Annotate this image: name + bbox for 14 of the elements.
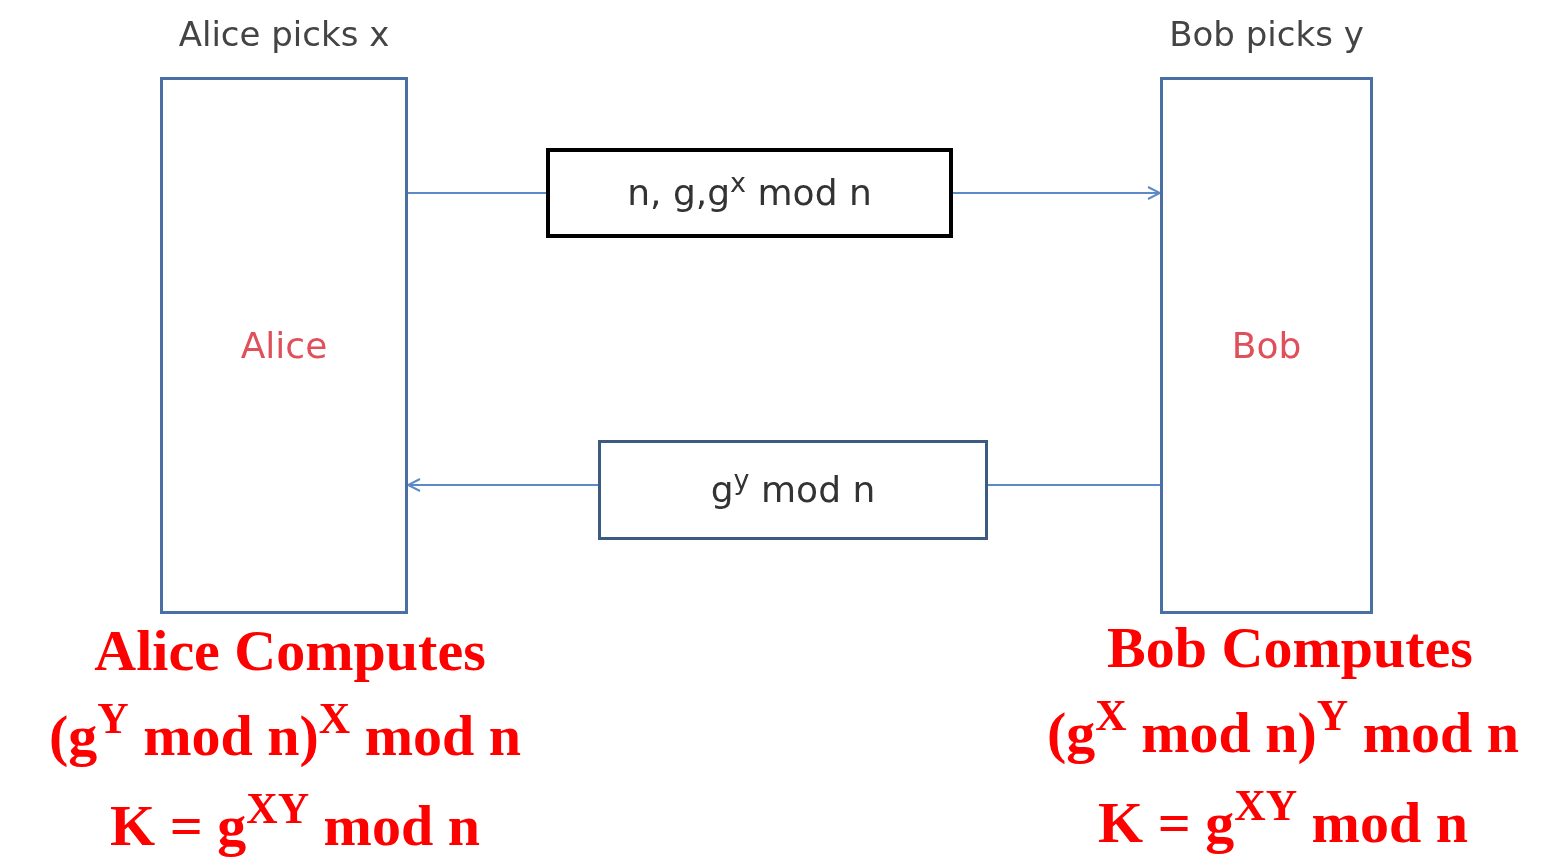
- computation-heading: Alice Computes: [94, 617, 486, 685]
- participant-heading: Alice picks x: [178, 13, 390, 56]
- message-text: g$^{y}$ mod n: [710, 463, 876, 512]
- formula: (g$^{Y}$ mod n)$^{X}$ mod n: [48, 700, 522, 770]
- arrow: [407, 478, 599, 492]
- participant-name: Bob: [1231, 323, 1302, 368]
- participant-name: Alice: [240, 323, 328, 368]
- message-text: n, g,g$^{x}$ mod n: [627, 166, 872, 215]
- formula: (g$^{X}$ mod n)$^{Y}$ mod n: [1046, 697, 1520, 767]
- formula: K = g$^{XY}$ mod n: [1098, 787, 1468, 857]
- formula: K = g$^{XY}$ mod n: [110, 790, 480, 860]
- participant-heading: Bob picks y: [1169, 13, 1364, 56]
- arrow: [952, 186, 1161, 200]
- computation-heading: Bob Computes: [1107, 614, 1473, 682]
